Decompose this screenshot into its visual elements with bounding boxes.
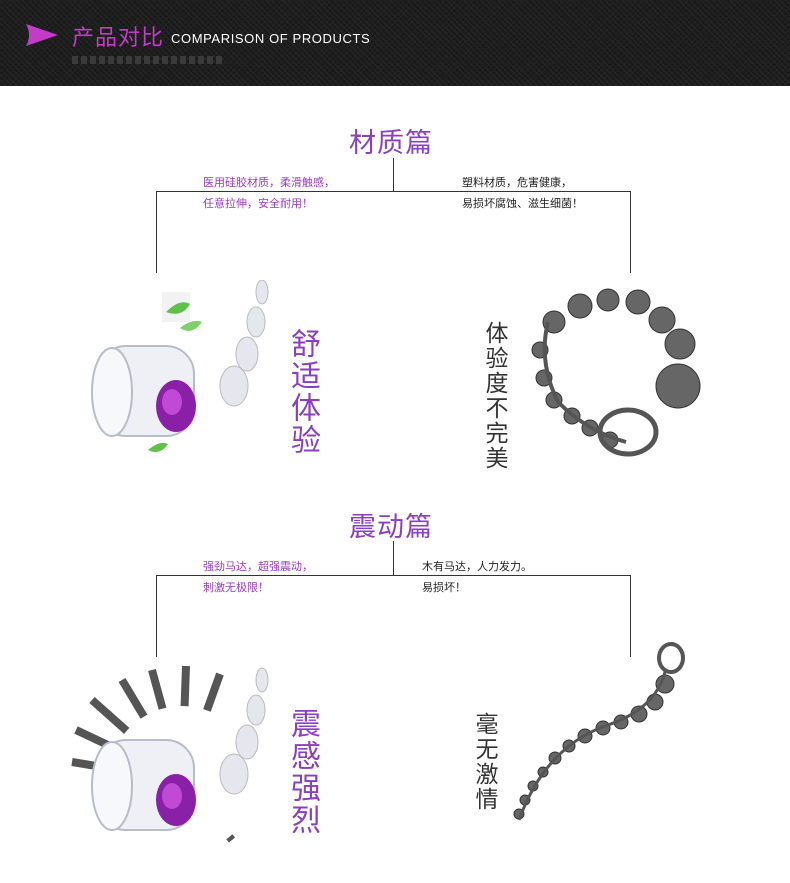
- note-no-motor-1: 木有马达，人力发力。: [422, 560, 532, 573]
- note-motor-2: 刺激无极限！: [203, 581, 269, 594]
- section-title-material: 材质篇: [349, 128, 433, 159]
- plastic-bead-chain-image: [513, 642, 685, 821]
- caption-imperfect: 体验度不完美: [481, 321, 507, 471]
- bracket-bar: [156, 575, 631, 576]
- play-arrow-icon: [26, 24, 58, 46]
- header-decoration: [72, 56, 222, 64]
- caption-no-passion: 毫无激情: [471, 712, 497, 812]
- leaf-icon: [166, 302, 190, 314]
- caption-comfort: 舒适体验: [285, 328, 320, 456]
- header-title-cn: 产品对比: [72, 26, 165, 51]
- caption-strong-vibration: 震感强烈: [285, 708, 320, 836]
- bracket-left-leg: [156, 191, 157, 273]
- note-no-motor-2: 易损坏！: [422, 581, 466, 594]
- note-plastic-2: 易损坏腐蚀、滋生细菌！: [462, 197, 583, 210]
- note-motor-1: 强劲马达，超强震动，: [203, 560, 313, 573]
- bracket-stem: [393, 158, 394, 192]
- section-title-vibration: 震动篇: [349, 512, 433, 543]
- silicone-product-image: [91, 280, 269, 452]
- bracket-bar: [156, 191, 631, 192]
- bracket-left-leg: [156, 575, 157, 657]
- note-plastic-1: 塑料材质，危害健康，: [462, 176, 572, 189]
- note-silicone-1: 医用硅胶材质，柔滑触感，: [203, 176, 335, 189]
- vibration-product-image: [71, 665, 269, 854]
- note-silicone-2: 任意拉伸，安全耐用！: [203, 197, 313, 210]
- bracket-right-leg: [630, 575, 631, 657]
- bracket-right-leg: [630, 191, 631, 273]
- header-title-en: COMPARISON OF PRODUCTS: [171, 31, 371, 46]
- plastic-beads-image: [531, 288, 701, 457]
- bracket-stem: [393, 541, 394, 576]
- header-banner: 产品对比 COMPARISON OF PRODUCTS: [0, 0, 790, 86]
